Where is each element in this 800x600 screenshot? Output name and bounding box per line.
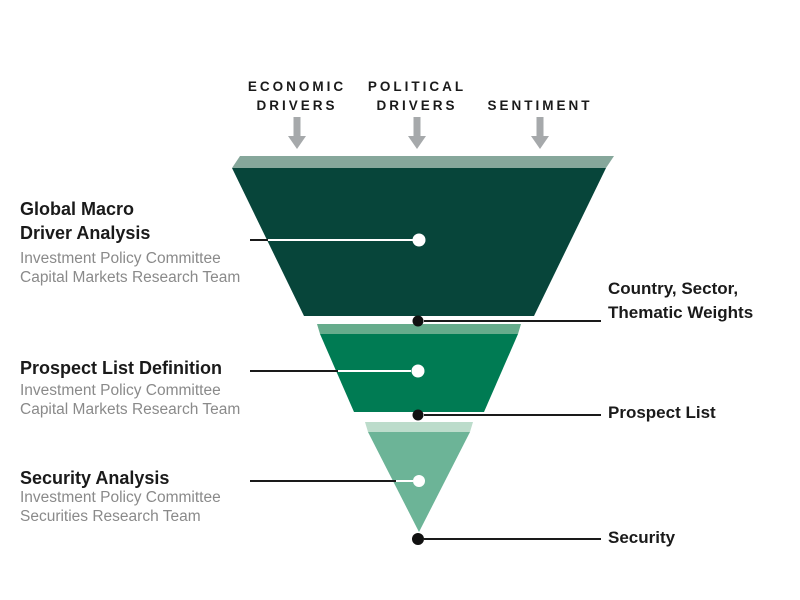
output-label-country-sector-thematic-weights: Country, Sector, Thematic Weights: [608, 279, 754, 322]
stage-3-team: Investment Policy Committee Securities R…: [20, 489, 221, 525]
output-label-security: Security: [608, 528, 676, 547]
stage-3-title: Security Analysis: [20, 468, 170, 488]
input-label-political-drivers: POLITICAL DRIVERS: [367, 79, 467, 113]
stage-1-title: Global Macro Driver Analysis: [20, 199, 151, 243]
down-arrow-icon: [531, 117, 549, 149]
output-2-dot: [412, 409, 424, 421]
stage-2-team: Investment Policy Committee Capital Mark…: [20, 382, 241, 418]
funnel-tier-3-top-face: [365, 422, 473, 432]
stage-3-connector-dot: [413, 475, 425, 487]
output-label-prospect-list: Prospect List: [608, 403, 716, 422]
output-1-dot: [412, 315, 424, 327]
input-label-economic-drivers: ECONOMIC DRIVERS: [247, 79, 347, 113]
input-label-sentiment: SENTIMENT: [487, 98, 593, 113]
stage-1-connector-dot: [412, 233, 426, 247]
stage-2-connector-dot: [411, 364, 425, 378]
stage-1-team: Investment Policy Committee Capital Mark…: [20, 250, 241, 286]
down-arrow-icon: [408, 117, 426, 149]
output-3-dot: [412, 533, 424, 545]
stage-2-title: Prospect List Definition: [20, 358, 223, 378]
down-arrow-icon: [288, 117, 306, 149]
funnel-tier-1-top-face: [232, 156, 614, 168]
funnel-tier-2-top-face: [317, 324, 521, 334]
